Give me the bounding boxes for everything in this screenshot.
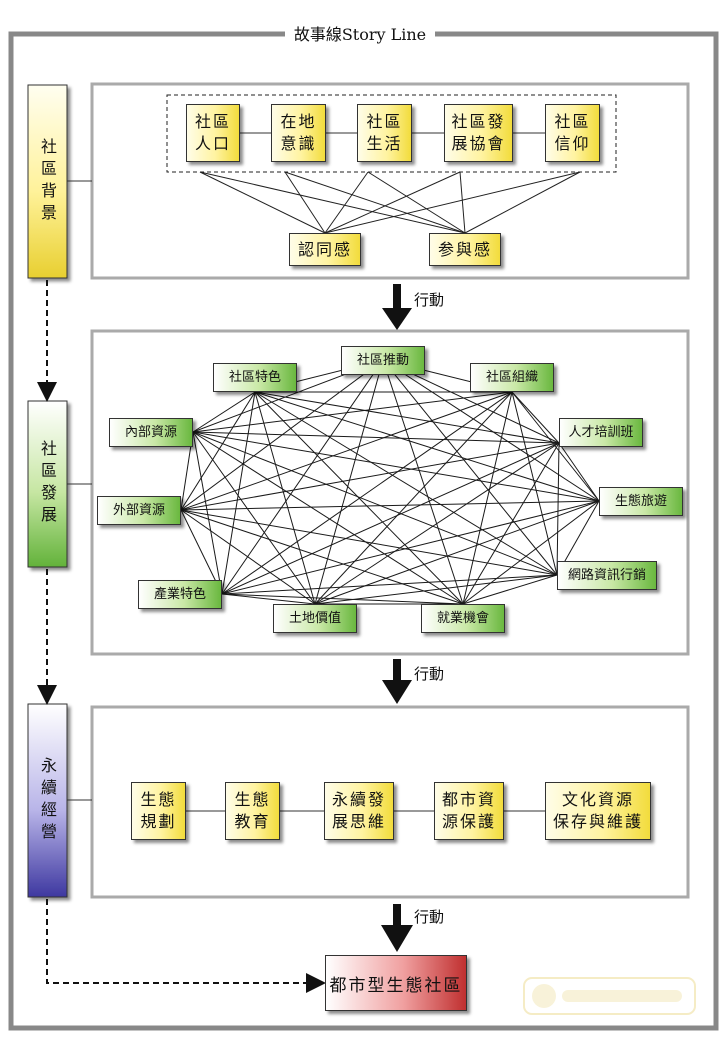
network-link bbox=[254, 391, 560, 444]
action-label-2: 行動 bbox=[414, 665, 445, 683]
network-link bbox=[221, 442, 560, 595]
action-arrow-3 bbox=[381, 904, 413, 952]
network-link bbox=[221, 391, 513, 595]
network-link bbox=[180, 391, 256, 511]
network-link bbox=[221, 391, 256, 595]
item-sustainable-thinking: 永續發 展思維 bbox=[324, 782, 394, 840]
network-link bbox=[314, 500, 600, 605]
factors-group bbox=[166, 94, 617, 173]
network-link bbox=[192, 431, 560, 444]
factor-population: 社區 人口 bbox=[186, 104, 240, 162]
action-arrow-1 bbox=[382, 284, 412, 330]
item-urban-resource-protection: 都市資 源保護 bbox=[434, 782, 504, 840]
network-link bbox=[221, 359, 384, 595]
side-bg-sustainability bbox=[27, 703, 68, 898]
watermark-logo bbox=[523, 977, 696, 1015]
network-link bbox=[462, 391, 513, 605]
network-link bbox=[180, 509, 558, 576]
network-link bbox=[180, 509, 316, 605]
network-link bbox=[511, 391, 560, 444]
factor-outcome-links bbox=[199, 171, 581, 234]
side-label-development: 社區發展 bbox=[38, 440, 57, 528]
network-link bbox=[180, 500, 600, 511]
node-community-promotion: 社區推動 bbox=[341, 346, 425, 375]
action-arrow-2 bbox=[382, 659, 412, 704]
network-link bbox=[192, 431, 223, 595]
network-link bbox=[382, 359, 600, 502]
network-link bbox=[314, 359, 384, 605]
node-talent-training: 人才培訓班 bbox=[559, 418, 643, 447]
final-urban-eco-community: 都市型生態社區 bbox=[325, 955, 467, 1011]
item-eco-planning: 生態 規劃 bbox=[131, 782, 186, 840]
factor-faith: 社區 信仰 bbox=[545, 104, 600, 162]
network-link bbox=[221, 574, 558, 595]
network-link bbox=[462, 442, 560, 605]
network-link bbox=[254, 391, 600, 502]
network-link bbox=[221, 593, 316, 605]
network-link bbox=[314, 391, 513, 605]
node-employment: 就業機會 bbox=[421, 604, 505, 633]
item-eco-education: 生態 教育 bbox=[225, 782, 280, 840]
network-link bbox=[180, 509, 464, 605]
factor-community-life: 社區 生活 bbox=[357, 104, 412, 162]
network-link bbox=[192, 431, 316, 605]
network-link bbox=[462, 574, 558, 605]
side-label-background: 社區背景 bbox=[38, 137, 57, 226]
network-link bbox=[382, 359, 464, 605]
dashed-arrow-3 bbox=[46, 899, 326, 993]
network-link bbox=[180, 442, 560, 511]
network-link bbox=[314, 442, 560, 605]
network-link bbox=[382, 359, 558, 576]
side-bg-background bbox=[27, 84, 68, 279]
node-internal-resources: 內部資源 bbox=[109, 418, 193, 447]
outcome-identity: 認同感 bbox=[289, 233, 361, 266]
node-community-features: 社區特色 bbox=[213, 363, 297, 392]
item-cultural-preservation: 文化資源 保存與維護 bbox=[545, 782, 651, 840]
node-external-resources: 外部資源 bbox=[97, 496, 181, 525]
network-link bbox=[254, 391, 558, 576]
node-industry-features: 產業特色 bbox=[138, 580, 222, 609]
network-link bbox=[192, 391, 513, 433]
network-link bbox=[558, 442, 600, 502]
outcome-participation: 参與感 bbox=[429, 233, 501, 266]
network-link bbox=[221, 500, 600, 595]
node-online-marketing: 網路資訊行銷 bbox=[557, 561, 657, 590]
network-link bbox=[180, 391, 513, 511]
network-link bbox=[511, 391, 600, 502]
node-land-value: 土地價值 bbox=[273, 604, 357, 633]
node-eco-tourism: 生態旅遊 bbox=[599, 487, 683, 516]
network-link bbox=[192, 431, 558, 576]
node-community-organization: 社區組織 bbox=[470, 363, 554, 392]
development-network bbox=[180, 359, 600, 605]
network-link bbox=[192, 391, 256, 433]
network-link bbox=[221, 593, 464, 605]
network-link bbox=[192, 431, 464, 605]
action-label-3: 行動 bbox=[414, 908, 445, 926]
network-link bbox=[462, 500, 600, 605]
side-label-sustainability: 永續經營 bbox=[38, 756, 57, 845]
side-bg-development bbox=[27, 400, 68, 568]
factor-local-awareness: 在地 意識 bbox=[271, 104, 326, 162]
story-line-title: 故事線Story Line bbox=[285, 18, 435, 48]
network-link bbox=[556, 442, 560, 576]
factor-development-association: 社區發 展協會 bbox=[444, 104, 513, 162]
network-link bbox=[254, 391, 316, 605]
action-label-1: 行動 bbox=[414, 291, 445, 309]
